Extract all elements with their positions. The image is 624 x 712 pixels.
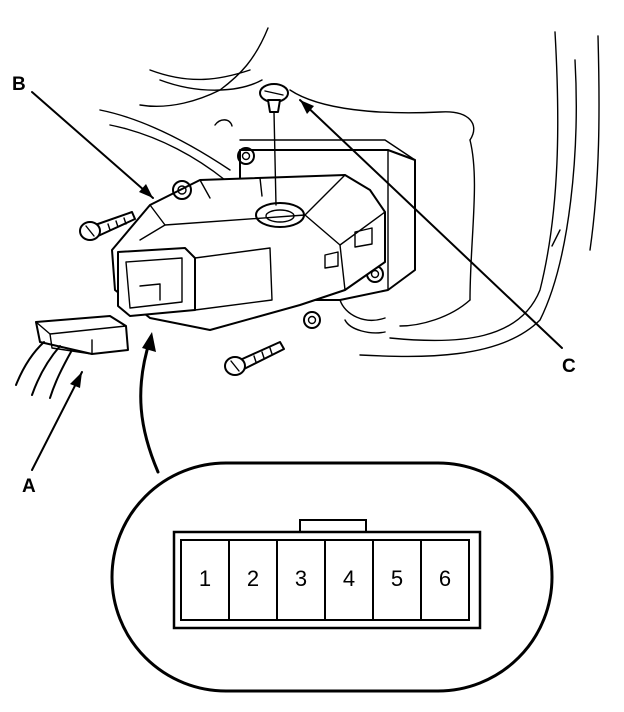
pin-number: 3 [295, 566, 307, 591]
bracket-hole-top-left [237, 147, 255, 165]
pin-number: 6 [439, 566, 451, 591]
leader-line-a [31, 371, 83, 471]
leader-line-c [299, 99, 563, 349]
pin-number: 1 [199, 566, 211, 591]
pin-cell [324, 539, 374, 621]
pin-cell [276, 539, 326, 621]
leader-line-b [31, 91, 154, 199]
pin-cell [372, 539, 422, 621]
connector-pins: 1 2 3 4 5 6 [180, 539, 470, 621]
switch-connector-socket [117, 247, 273, 317]
switch-ear-left [172, 180, 192, 200]
pin-cell [420, 539, 470, 621]
dashboard-panel [99, 27, 600, 358]
harness-connector-a [15, 315, 129, 399]
arrowhead-b [139, 184, 153, 198]
leader-lines [31, 91, 563, 474]
connector-face-view: 1 2 3 4 5 6 [110, 461, 554, 693]
pin-cell [228, 539, 278, 621]
callout-c: C [562, 356, 576, 377]
pin-number: 4 [343, 566, 355, 591]
screw-c [259, 83, 289, 206]
pin-cell [180, 539, 230, 621]
callout-a: A [22, 476, 36, 497]
screw-left [79, 211, 136, 241]
switch-ear-bottom [303, 311, 321, 329]
pin-number: 5 [391, 566, 403, 591]
arrowhead-c [300, 100, 314, 114]
zoom-arrowhead [142, 332, 156, 352]
callout-b: B [12, 74, 26, 95]
screw-hole [255, 202, 305, 228]
pin-number: 2 [247, 566, 259, 591]
connector-latch [299, 519, 367, 533]
arrowhead-a [70, 372, 82, 388]
screw-bottom [224, 341, 285, 376]
zoom-arrow [139, 338, 160, 474]
